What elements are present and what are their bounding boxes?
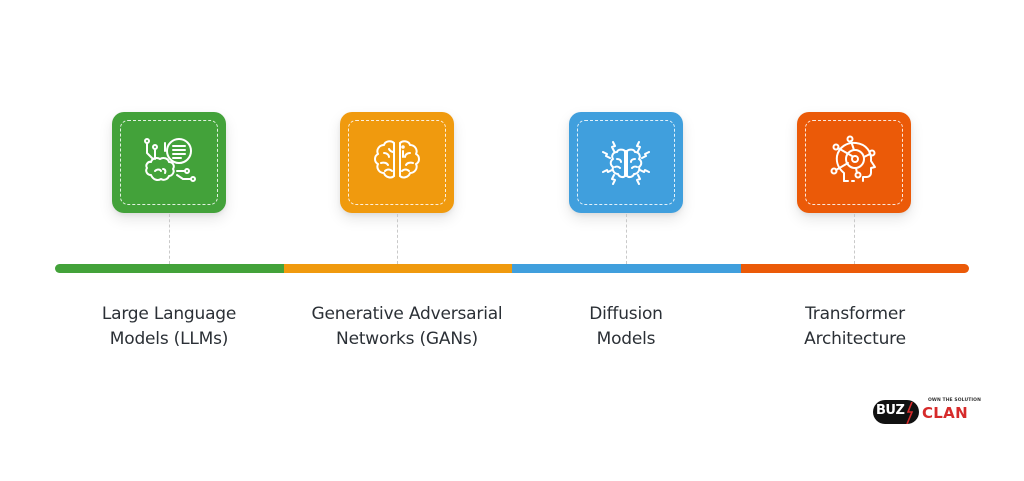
timeline-bar [55,264,969,273]
llm-label-line2: Models (LLMs) [109,329,229,349]
timeline-segment-diffusion [512,264,741,273]
gan-label-line2: Networks (GANs) [336,329,478,349]
brain-icon [374,139,420,178]
logo-tagline: OWN THE SOLUTION [928,398,981,403]
gan-label: Generative Adversarial Networks (GANs) [292,302,522,352]
card-dashed-border [120,120,218,205]
card-dashed-border [348,120,446,205]
lightning-bolt-icon [906,402,914,424]
connector-line [854,214,855,264]
diffusion-label-line2: Models [596,329,656,349]
head-network-icon [830,135,876,182]
timeline-segment-transformer [740,264,969,273]
gan-icon-card [340,112,454,213]
logo-brand-left: BUZ [876,403,905,418]
brain-radiating-icon [602,140,650,185]
transformer-label-line2: Architecture [804,329,906,349]
diffusion-icon-card [569,112,683,213]
diffusion-label-line1: Diffusion [589,304,663,324]
logo-brand-right: CLAN [922,404,968,422]
transformer-icon-card [797,112,911,213]
diffusion-label: Diffusion Models [511,302,741,352]
brain-chat-circuit-icon [144,137,196,182]
llm-label-line1: Large Language [101,304,237,324]
connector-line [397,214,398,264]
connector-line [626,214,627,264]
connector-line [169,214,170,264]
transformer-label: Transformer Architecture [740,302,970,352]
gan-label-line1: Generative Adversarial [311,304,503,324]
timeline-segment-llm [55,264,284,273]
timeline-segment-gan [283,264,512,273]
transformer-label-line1: Transformer [805,304,905,324]
buzzclan-logo: BUZ OWN THE SOLUTION CLAN [873,398,981,424]
llm-label: Large Language Models (LLMs) [54,302,284,352]
llm-icon-card [112,112,226,213]
card-dashed-border [805,120,903,205]
card-dashed-border [577,120,675,205]
